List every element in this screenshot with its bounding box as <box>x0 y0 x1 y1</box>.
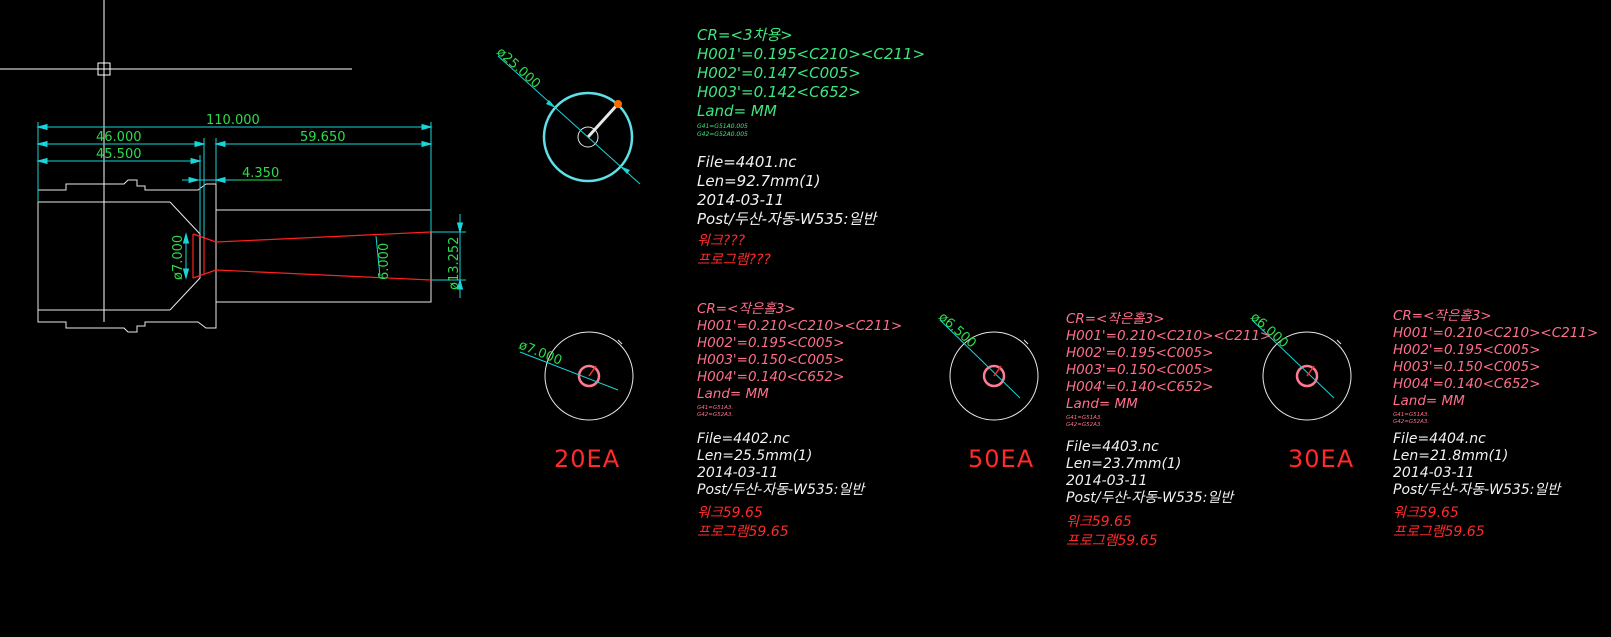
note2-post: Post/두산-자동-W535:일반 <box>697 482 865 498</box>
part-profile <box>37 179 432 333</box>
note4-file: File=4404.nc <box>1393 431 1486 447</box>
note1-file: File=4401.nc <box>697 153 797 171</box>
note4-program: 프로그램59.65 <box>1393 524 1485 540</box>
note3-post: Post/두산-자동-W535:일반 <box>1066 490 1234 506</box>
work-info-4: 워크59.65 프로그램59.65 <box>1393 506 1485 544</box>
note2-g42: G42=G52A3. <box>697 412 734 418</box>
note4-work: 워크59.65 <box>1393 505 1459 521</box>
note3-date: 2014-03-11 <box>1066 473 1148 489</box>
note3-g41: G41=G51A3. <box>1066 415 1103 421</box>
quantity-label-2: 50EA <box>968 445 1035 473</box>
note1-post: Post/두산-자동-W535:일반 <box>697 210 877 228</box>
note4-h004: H004'=0.140<C652> <box>1393 376 1541 392</box>
note2-date: 2014-03-11 <box>697 465 779 481</box>
note2-h004: H004'=0.140<C652> <box>697 369 845 385</box>
note2-g41: G41=G51A3. <box>697 405 734 411</box>
hole-2-diameter: ø7.000 <box>517 338 565 369</box>
note2-h001: H001'=0.210<C210><C211> <box>697 318 903 334</box>
note3-h003: H003'=0.150<C005> <box>1066 362 1214 378</box>
machining-note-4: CR=<작은홀3> H001'=0.210<C210><C211> H002'=… <box>1393 308 1599 426</box>
note3-h002: H002'=0.195<C005> <box>1066 345 1214 361</box>
note1-h003: H003'=0.142<C652> <box>697 83 861 101</box>
note1-date: 2014-03-11 <box>697 191 785 209</box>
note4-h001: H001'=0.210<C210><C211> <box>1393 325 1599 341</box>
machining-note-2: CR=<작은홀3> H001'=0.210<C210><C211> H002'=… <box>697 301 903 419</box>
work-info-3: 워크59.65 프로그램59.65 <box>1066 515 1158 553</box>
quantity-label-3: 30EA <box>1288 445 1355 473</box>
program-info-4: File=4404.nc Len=21.8mm(1) 2014-03-11 Po… <box>1393 432 1560 500</box>
dim-45-5: 45.500 <box>96 147 142 162</box>
note2-land: Land= MM <box>697 386 769 402</box>
dim-59-65: 59.650 <box>300 130 346 145</box>
dimension-lines <box>36 122 466 298</box>
note2-h002: H002'=0.195<C005> <box>697 335 845 351</box>
dim-46: 46.000 <box>96 130 142 145</box>
hole-view-25: ø25.000 <box>493 45 641 185</box>
note1-cr: CR=<3차용> <box>697 26 793 44</box>
note1-h002: H002'=0.147<C005> <box>697 64 861 82</box>
note1-len: Len=92.7mm(1) <box>697 172 821 190</box>
quantity-label-1: 20EA <box>554 445 621 473</box>
note1-g42: G42=G52A0.005 <box>697 131 748 138</box>
dim-dia-7-left: ø7.000 <box>171 235 186 280</box>
note3-file: File=4403.nc <box>1066 439 1159 455</box>
dim-dia-6: 6.000 <box>377 243 392 280</box>
note3-h001: H001'=0.210<C210><C211> <box>1066 328 1272 344</box>
work-info-2: 워크59.65 프로그램59.65 <box>697 506 789 544</box>
note4-date: 2014-03-11 <box>1393 465 1475 481</box>
note3-g42: G42=G52A3. <box>1066 422 1103 428</box>
note2-h003: H003'=0.150<C005> <box>697 352 845 368</box>
note3-len: Len=23.7mm(1) <box>1066 456 1182 472</box>
note2-file: File=4402.nc <box>697 431 790 447</box>
program-info-3: File=4403.nc Len=23.7mm(1) 2014-03-11 Po… <box>1066 440 1233 508</box>
note1-land: Land= MM <box>697 102 777 120</box>
dim-dia-13-252: ø13.252 <box>447 237 462 290</box>
note2-cr: CR=<작은홀3> <box>697 301 796 317</box>
note3-h004: H004'=0.140<C652> <box>1066 379 1214 395</box>
machining-note-3: CR=<작은홀3> H001'=0.210<C210><C211> H002'=… <box>1066 311 1272 429</box>
hole-3-diameter: ø6.500 <box>935 310 979 351</box>
note3-land: Land= MM <box>1066 396 1138 412</box>
work-info-1: 워크??? 프로그램??? <box>697 234 771 272</box>
dim-overall-length: 110.000 <box>206 113 260 128</box>
machining-note-1: CR=<3차용> H001'=0.195<C210><C211> H002'=0… <box>697 28 925 139</box>
note4-len: Len=21.8mm(1) <box>1393 448 1509 464</box>
note4-g42: G42=G52A3. <box>1393 419 1430 425</box>
note4-land: Land= MM <box>1393 393 1465 409</box>
note1-work: 워크??? <box>697 233 746 249</box>
note1-program: 프로그램??? <box>697 252 771 268</box>
note1-h001: H001'=0.195<C210><C211> <box>697 45 926 63</box>
program-info-1: File=4401.nc Len=92.7mm(1) 2014-03-11 Po… <box>697 155 876 231</box>
note4-post: Post/두산-자동-W535:일반 <box>1393 482 1561 498</box>
note4-h002: H002'=0.195<C005> <box>1393 342 1541 358</box>
note2-work: 워크59.65 <box>697 505 763 521</box>
hole-1-diameter: ø25.000 <box>493 45 543 92</box>
note4-h003: H003'=0.150<C005> <box>1393 359 1541 375</box>
program-info-2: File=4402.nc Len=25.5mm(1) 2014-03-11 Po… <box>697 432 864 500</box>
note2-len: Len=25.5mm(1) <box>697 448 813 464</box>
hole-view-7: ø7.000 <box>517 331 634 421</box>
note3-cr: CR=<작은홀3> <box>1066 311 1165 327</box>
note2-program: 프로그램59.65 <box>697 524 789 540</box>
note1-g41: G41=G51A0.005 <box>697 123 748 130</box>
dim-4-35: 4.350 <box>242 166 279 181</box>
note3-work: 워크59.65 <box>1066 514 1132 530</box>
note3-program: 프로그램59.65 <box>1066 533 1158 549</box>
taper-bore <box>192 231 432 281</box>
note4-g41: G41=G51A3. <box>1393 412 1430 418</box>
note4-cr: CR=<작은홀3> <box>1393 308 1492 324</box>
hole-view-6-5: ø6.500 <box>935 310 1039 421</box>
